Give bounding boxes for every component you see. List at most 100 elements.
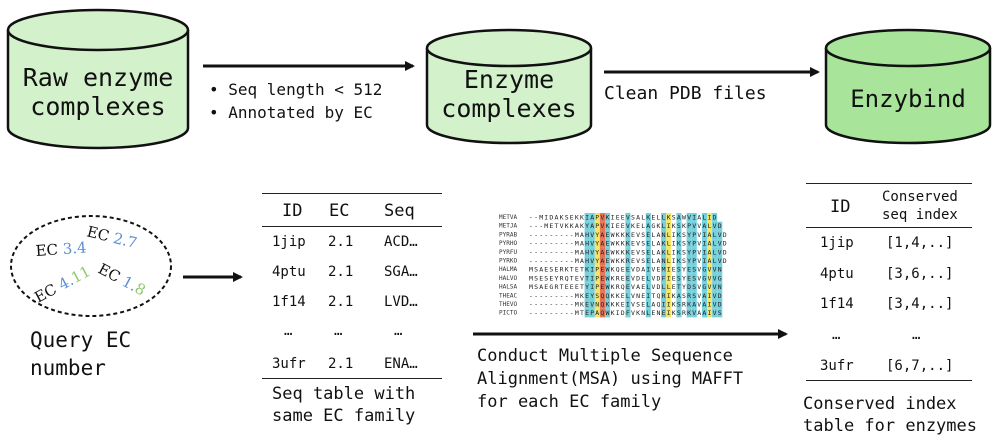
msa-highlight-cell — [707, 273, 713, 283]
msa-highlight-cell — [701, 230, 707, 240]
msa-residue: L — [657, 214, 661, 222]
msa-residue: T — [580, 283, 584, 291]
msa-residue: I — [708, 292, 712, 300]
msa-residue: E — [600, 266, 604, 274]
msa-residue: V — [590, 301, 594, 309]
msa-residue: S — [672, 214, 676, 222]
msa-highlight-cell — [645, 291, 651, 300]
msa-residue: K — [616, 257, 620, 265]
msa-highlight-cell — [686, 300, 692, 309]
msa-highlight-cell — [686, 213, 692, 222]
msa-highlight-cell — [599, 239, 605, 248]
msa-residue: N — [641, 309, 645, 317]
msa-residue: I — [646, 292, 650, 300]
msa-residue: A — [580, 231, 584, 239]
msa-highlight-cell — [605, 221, 611, 231]
seq-row-5-seq: ENA… — [384, 356, 418, 372]
msa-residue: G — [651, 222, 655, 230]
msa-residue: K — [616, 248, 620, 256]
msa-residue: Q — [657, 292, 661, 300]
msa-highlight-cell — [599, 308, 605, 318]
msa-residue: S — [677, 266, 681, 274]
msa-residue: - — [544, 240, 548, 248]
msa-highlight-cell — [605, 213, 611, 222]
msa-residue: K — [611, 283, 615, 291]
msa-residue: T — [555, 222, 559, 230]
msa-residue: V — [600, 214, 604, 222]
msa-residue: A — [702, 309, 706, 317]
msa-highlight-cell — [712, 282, 718, 292]
msa-highlight-cell — [645, 308, 651, 318]
msa-highlight-cell — [691, 273, 697, 283]
msa-residue: A — [677, 214, 681, 222]
msa-residue: T — [570, 266, 574, 274]
msa-highlight-cell — [661, 239, 667, 248]
msa-residue: Q — [600, 292, 604, 300]
msa-highlight-cell — [661, 291, 667, 300]
msa-residue: Y — [585, 222, 589, 230]
raw-enzyme-cylinder — [6, 8, 190, 150]
msa-residue: - — [539, 240, 543, 248]
msa-residue: V — [631, 301, 635, 309]
msa-residue: T — [651, 292, 655, 300]
seq-table-header-ec: EC — [329, 201, 350, 221]
msa-residue: D — [723, 240, 727, 248]
msa-residue: K — [662, 240, 666, 248]
msa-row-name: HALMA — [499, 266, 517, 273]
msa-residue: V — [636, 257, 640, 265]
seq-row-5-ec: 2.1 — [328, 356, 354, 372]
msa-residue: N — [657, 309, 661, 317]
msa-residue: E — [585, 292, 589, 300]
msa-highlight-cell — [599, 282, 605, 292]
msa-residue: S — [549, 266, 553, 274]
msa-residue: - — [549, 309, 553, 317]
msa-residue: - — [565, 301, 569, 309]
msa-residue: E — [575, 283, 579, 291]
ec-label-3-4: EC 3.4 — [35, 238, 87, 260]
msa-highlight-cell — [625, 282, 631, 292]
msa-highlight-cell — [645, 256, 651, 266]
msa-residue: V — [631, 283, 635, 291]
msa-residue: V — [697, 240, 701, 248]
msa-residue: K — [621, 231, 625, 239]
msa-residue: I — [590, 266, 594, 274]
msa-residue: R — [662, 292, 666, 300]
seq-row-3-ec: 2.1 — [328, 294, 354, 310]
msa-residue: K — [687, 301, 691, 309]
msa-residue: - — [539, 222, 543, 230]
msa-residue: W — [606, 309, 610, 317]
msa-highlight-cell — [625, 213, 631, 222]
msa-residue: Y — [585, 283, 589, 291]
msa-highlight-cell — [599, 213, 605, 222]
msa-residue: A — [646, 222, 650, 230]
msa-residue: V — [718, 231, 722, 239]
msa-residue: E — [621, 214, 625, 222]
msa-residue: I — [702, 231, 706, 239]
msa-residue: - — [539, 309, 543, 317]
msa-residue: V — [580, 274, 584, 282]
seq-row-1-ec: 2.1 — [328, 234, 354, 250]
msa-residue: E — [631, 257, 635, 265]
msa-residue: K — [580, 214, 584, 222]
msa-residue: - — [539, 292, 543, 300]
msa-highlight-cell — [625, 308, 631, 318]
msa-residue: A — [575, 222, 579, 230]
msa-residue: I — [667, 292, 671, 300]
msa-residue: V — [590, 248, 594, 256]
msa-highlight-cell — [584, 230, 590, 240]
msa-residue: K — [636, 309, 640, 317]
msa-residue: S — [641, 240, 645, 248]
msa-highlight-cell — [691, 308, 697, 318]
msa-residue: I — [611, 214, 615, 222]
msa-residue: L — [667, 257, 671, 265]
msa-row-name: PYRAB — [499, 231, 517, 238]
msa-highlight-cell — [584, 291, 590, 300]
conserved-row-2-id: 4ptu — [820, 266, 854, 282]
msa-residue: F — [662, 274, 666, 282]
msa-residue: K — [667, 214, 671, 222]
msa-residue: Y — [595, 240, 599, 248]
msa-residue: - — [529, 222, 533, 230]
seq-table-header-rule — [262, 226, 442, 227]
msa-residue: - — [529, 257, 533, 265]
msa-residue: N — [662, 231, 666, 239]
